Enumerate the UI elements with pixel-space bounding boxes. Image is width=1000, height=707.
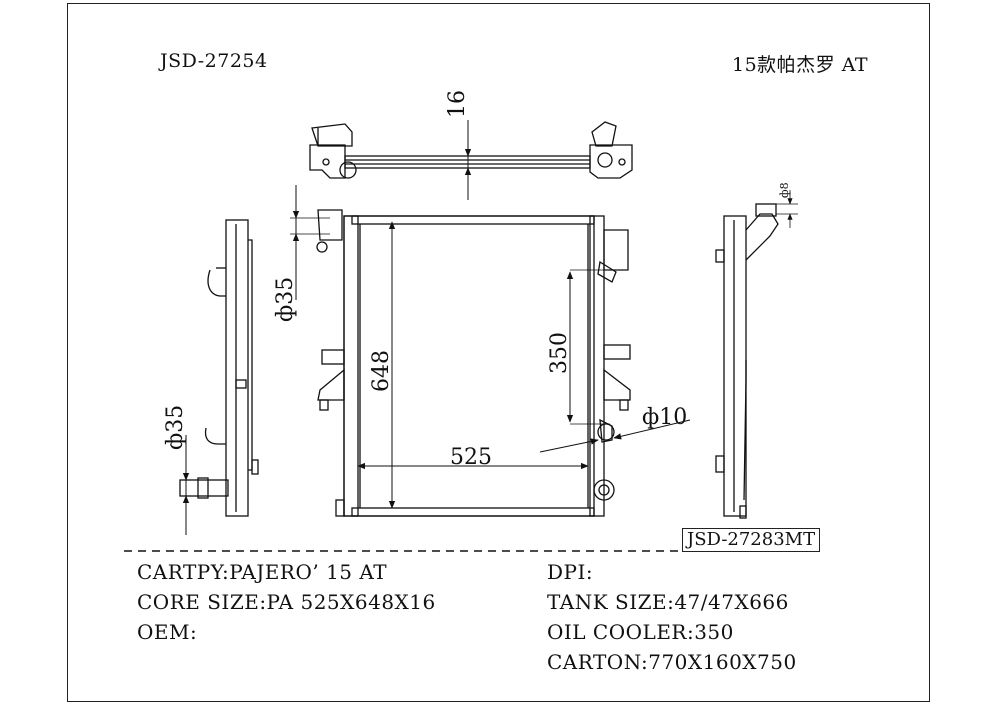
left-side-view (179, 219, 259, 517)
alt-part-number: JSD-27283MT (682, 528, 821, 552)
dim-inlet: ф35 (273, 277, 298, 322)
spec-dpi: DPI: (547, 560, 594, 584)
model-title: 15款帕杰罗 AT (732, 54, 869, 76)
dim-width: 525 (450, 445, 492, 470)
part-number: JSD-27254 (160, 50, 268, 72)
drawing-frame (67, 3, 930, 702)
spec-tank-size: TANK SIZE:47/47X666 (547, 590, 789, 614)
spec-oil-cooler: OIL COOLER:350 (547, 620, 734, 644)
dim-outlet: ф35 (163, 405, 188, 450)
spec-carton: CARTON:770X160X750 (547, 650, 797, 674)
dim-oil-pipe: ф10 (642, 405, 687, 430)
dim-thickness: 16 (445, 90, 470, 118)
dim-height: 648 (369, 350, 394, 392)
spec-oem: OEM: (137, 620, 198, 644)
spec-cartpy: CARTPY:PAJERO’ 15 AT (137, 560, 388, 584)
dim-cap: ф8 (778, 182, 791, 198)
front-view (316, 209, 631, 517)
dim-oil-cooler: 350 (547, 332, 572, 374)
right-side-view (715, 203, 779, 519)
top-view (309, 120, 633, 200)
spec-core-size: CORE SIZE:PA 525X648X16 (137, 590, 436, 614)
